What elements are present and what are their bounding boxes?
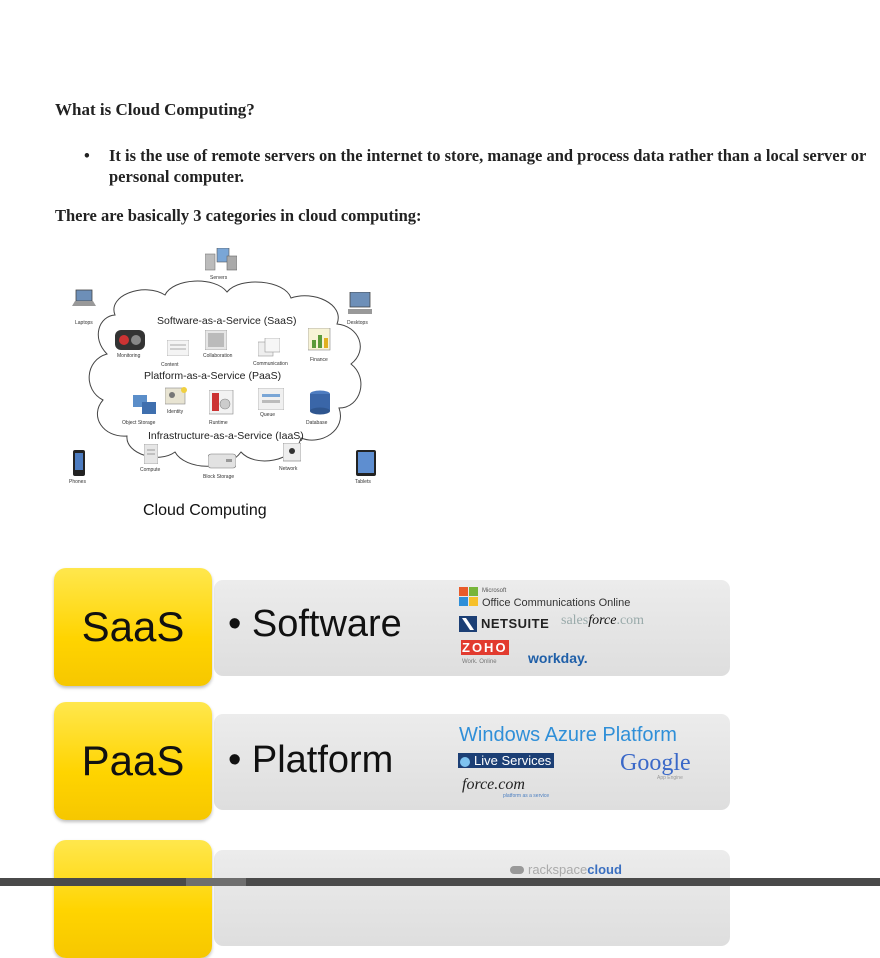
bullet-text: It is the use of remote servers on the i… [109, 146, 867, 186]
google-logo: Google [620, 750, 691, 777]
scrollbar-thumb[interactable] [186, 878, 246, 886]
phones-label: Phones [69, 479, 86, 485]
compute-label: Compute [140, 467, 161, 473]
force-com-logo: force.com [462, 776, 525, 793]
collaboration-icon [204, 329, 228, 355]
block-storage-label: Block Storage [203, 474, 235, 480]
saas-term: • Software [228, 603, 402, 645]
object-storage-label: Object Storage [122, 420, 156, 426]
microsoft-label: Microsoft [482, 588, 507, 594]
identity-icon [164, 386, 187, 411]
document-page: What is Cloud Computing? • It is the use… [54, 100, 874, 958]
runtime-label: Runtime [209, 420, 228, 426]
saas-tag: SaaS [54, 568, 212, 686]
workday-logo: workday. [528, 650, 588, 666]
servers-label: Servers [210, 275, 228, 281]
tablets-label: Tablets [355, 479, 371, 485]
netsuite-logo-icon [459, 616, 477, 637]
communication-icon [257, 337, 281, 363]
rackspace-text: rackspace [528, 862, 588, 877]
iaas-band [214, 850, 730, 946]
diagram-caption: Cloud Computing [143, 502, 267, 519]
paas-term: • Platform [228, 739, 394, 781]
salesforce-logo-part: sales [561, 613, 589, 628]
force-com-tagline: platform as a service [503, 793, 550, 799]
content-label: Content [161, 362, 179, 368]
content-icon [166, 339, 190, 361]
windows-azure-logo: Windows Azure Platform [459, 724, 677, 746]
tablet-icon [356, 450, 376, 481]
google-app-engine-label: App Engine [657, 775, 683, 781]
rackspace-cloud-text: cloud [587, 862, 622, 877]
paas-layer-label: Platform-as-a-Service (PaaS) [144, 370, 282, 382]
paas-tag: PaaS [54, 702, 212, 820]
laptop-icon [72, 288, 96, 313]
phone-icon [73, 450, 85, 481]
live-services-icon [460, 756, 470, 767]
live-services-text: Live Services [474, 753, 552, 768]
finance-icon [307, 327, 334, 357]
collaboration-label: Collaboration [203, 353, 233, 359]
office-communications-logo: Office Communications Online [482, 597, 631, 609]
monitoring-label: Monitoring [117, 353, 141, 359]
runtime-icon [208, 389, 235, 421]
monitoring-icon [115, 330, 145, 355]
salesforce-logo: salesforce.com [561, 613, 644, 629]
network-icon [282, 442, 302, 468]
rackspace-icon [510, 866, 524, 874]
iaas-tag [54, 840, 212, 958]
bullet-icon: • [84, 146, 90, 165]
live-services-logo: Live Services [458, 753, 555, 768]
identity-label: Identity [167, 409, 184, 415]
salesforce-logo-part: .com [616, 613, 645, 628]
salesforce-logo-part: force [588, 613, 617, 628]
database-icon [309, 390, 331, 421]
communication-label: Communication [253, 361, 288, 367]
iaas-layer-label: Infrastructure-as-a-Service (IaaS) [148, 430, 304, 442]
queue-icon [257, 387, 285, 415]
block-storage-icon [207, 452, 237, 475]
rackspace-cloud-logo: rackspacecloud [510, 862, 622, 877]
object-storage-icon [133, 395, 157, 420]
microsoft-logo-icon [459, 587, 479, 612]
zoho-tagline: Work. Online [462, 659, 497, 665]
cloud-outline-icon [88, 280, 362, 467]
laptops-label: Laptops [75, 320, 93, 326]
intro-text: There are basically 3 categories in clou… [55, 206, 422, 225]
servers-icon [204, 247, 238, 277]
zoho-logo-text: ZOHO [461, 640, 509, 655]
zoho-logo: ZOHO [461, 640, 509, 655]
bullet-item: • It is the use of remote servers on the… [84, 145, 874, 187]
horizontal-scrollbar[interactable] [0, 878, 880, 886]
cloud-computing-diagram: Servers Laptops Desktops Phones Tablets … [55, 240, 395, 530]
document-heading: What is Cloud Computing? [55, 100, 255, 119]
finance-label: Finance [310, 357, 328, 363]
desktops-label: Desktops [347, 320, 368, 326]
queue-label: Queue [260, 412, 276, 418]
database-label: Database [306, 420, 328, 426]
desktop-icon [348, 291, 372, 321]
network-label: Network [279, 466, 298, 472]
netsuite-logo: NETSUITE [481, 616, 550, 631]
google-logo-text: Google [620, 750, 691, 776]
compute-icon [143, 443, 159, 469]
saas-layer-label: Software-as-a-Service (SaaS) [157, 315, 297, 327]
